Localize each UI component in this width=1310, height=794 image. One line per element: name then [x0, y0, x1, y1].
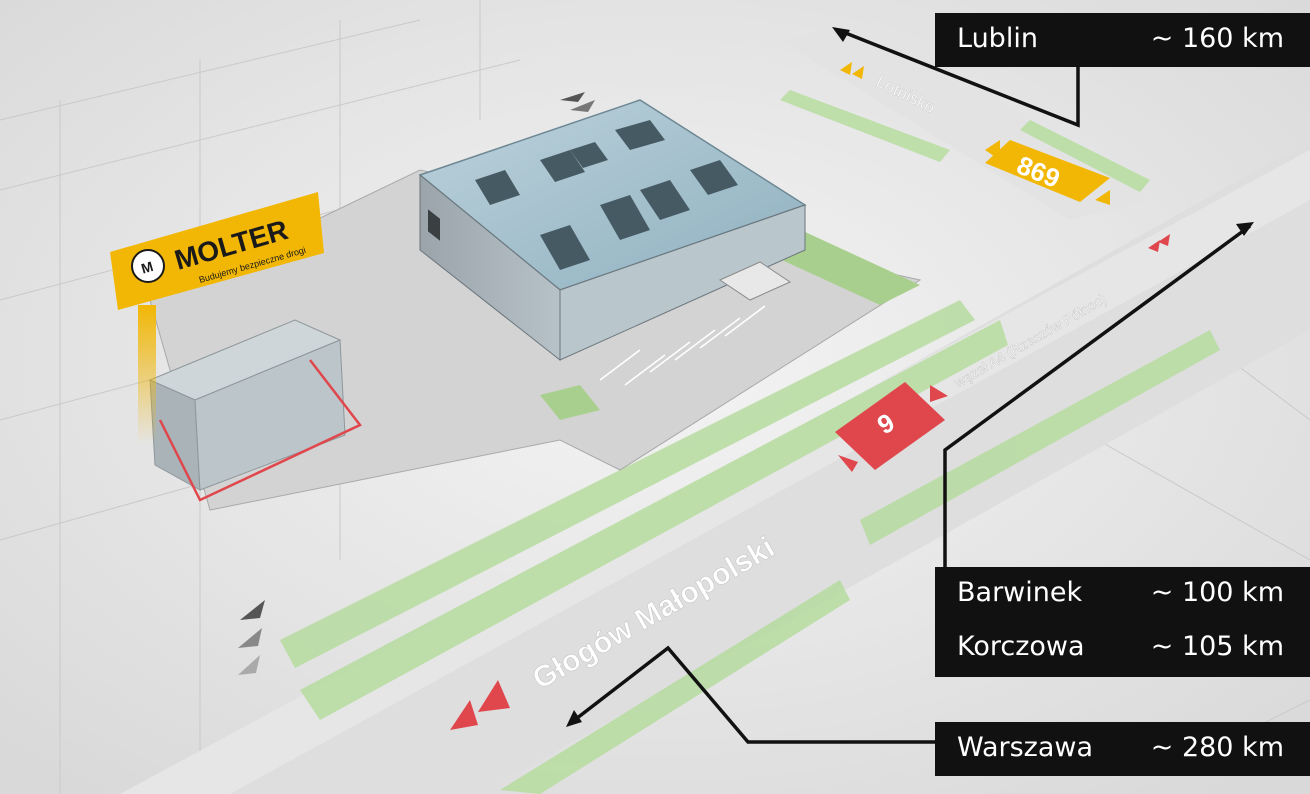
chevron-icon: [240, 600, 265, 620]
arrow-lublin: [837, 28, 1080, 128]
entrance-stairs: [718, 261, 792, 301]
route-9-badge: [835, 382, 945, 470]
sign-board: [110, 192, 324, 310]
arrowhead-icon: [832, 27, 850, 42]
warehouse-building: [418, 99, 807, 362]
warehouse-side-wall: [559, 204, 806, 361]
red-chevron-icon: [1148, 240, 1160, 252]
molter-logo-icon: [131, 249, 165, 283]
arrowhead-icon: [1236, 222, 1254, 236]
route-arrows: [570, 28, 1252, 744]
destination-lublin: Lublin ~ 160 km: [935, 13, 1310, 67]
destination-distance: ~ 100 km: [1150, 577, 1284, 608]
yellow-chevron-icon: [852, 66, 864, 79]
plot-boundary-red: [158, 359, 362, 502]
destination-name: Warszawa: [957, 732, 1094, 763]
chevron-icon: [238, 628, 262, 648]
red-chevron-icon: [1158, 234, 1170, 246]
direction-chevrons: [238, 62, 1170, 730]
route-9-sign: 9: [835, 382, 948, 472]
arrowheads: [566, 27, 1254, 727]
destination-name: Korczowa: [957, 631, 1085, 662]
destination-south-group: Barwinek ~ 100 km Korczowa ~ 105 km: [935, 567, 1310, 677]
destination-korczowa: Korczowa ~ 105 km: [935, 621, 1310, 675]
chevron-icon: [560, 92, 585, 102]
skylights: [475, 120, 738, 270]
destination-warszawa: Warszawa ~ 280 km: [935, 722, 1310, 776]
arrow-barwinek: [943, 224, 1252, 580]
arrowhead-icon: [566, 710, 582, 727]
adjacent-building: [148, 319, 362, 502]
chevron-icon: [238, 655, 260, 675]
parking-lines: [599, 305, 766, 386]
route-869-badge: [985, 140, 1110, 202]
destination-barwinek: Barwinek ~ 100 km: [935, 567, 1310, 621]
sign-mast: [138, 305, 156, 445]
arrow-warszawa: [570, 645, 935, 744]
chevron-icon: [570, 100, 595, 112]
yellow-chevron-icon: [840, 62, 852, 75]
red-chevron-icon: [450, 700, 478, 730]
destination-distance: ~ 280 km: [1150, 732, 1284, 763]
molter-logo-letter: M: [139, 258, 155, 277]
destination-distance: ~ 160 km: [1150, 23, 1284, 54]
green-strips: [280, 90, 1220, 794]
destination-name: Barwinek: [957, 577, 1083, 608]
loading-docks: [428, 209, 440, 241]
adjacent-side: [194, 339, 346, 491]
destination-name: Lublin: [957, 23, 1038, 54]
destination-distance: ~ 105 km: [1150, 631, 1284, 662]
lawn-patch-2: [540, 385, 600, 420]
red-chevron-icon: [478, 680, 510, 712]
